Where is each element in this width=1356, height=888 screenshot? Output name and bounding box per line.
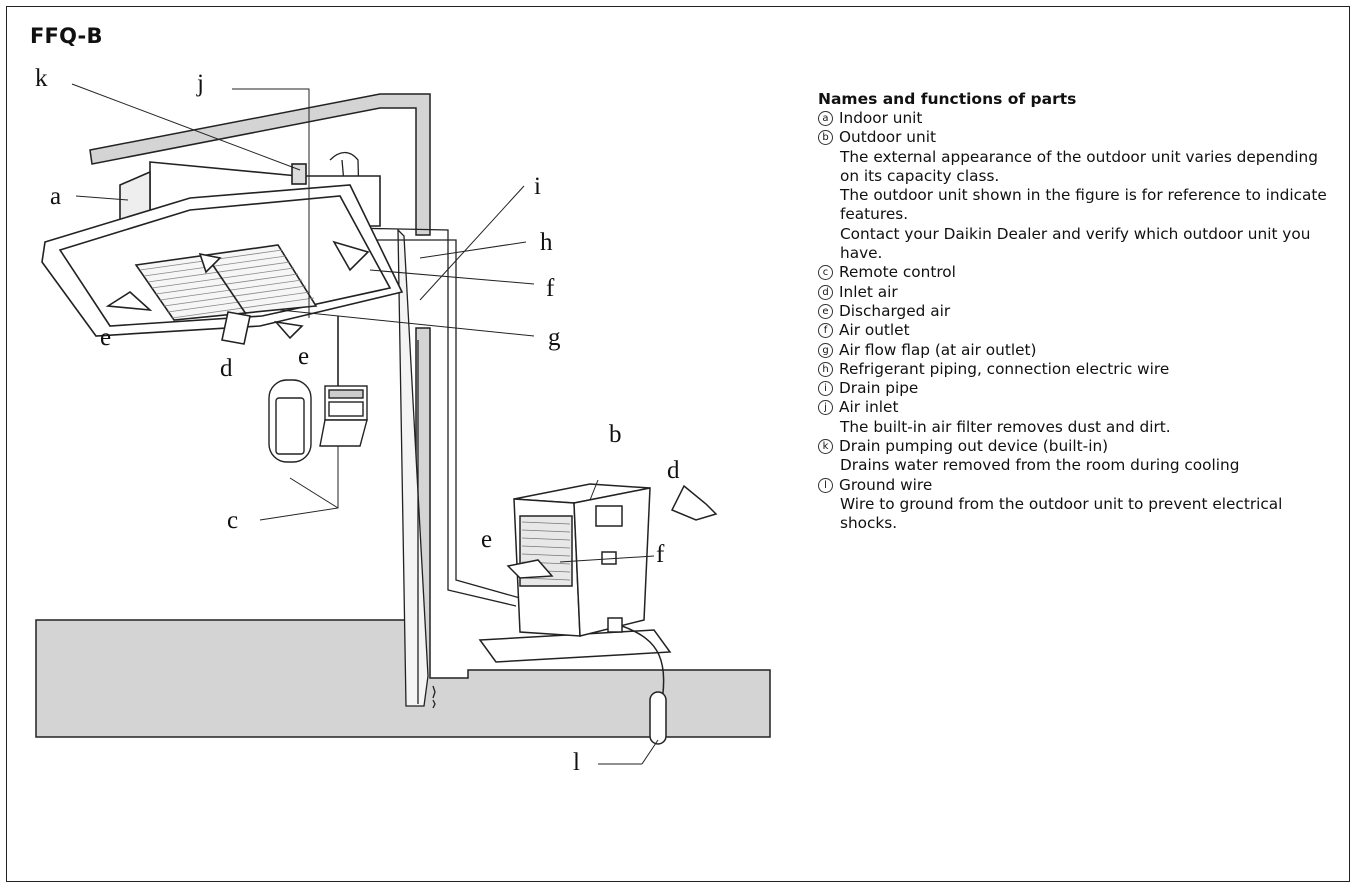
legend-label: Remote control xyxy=(839,263,956,282)
legend-label: Inlet air xyxy=(839,282,898,301)
legend-item-b: b Outdoor unit xyxy=(818,128,1338,147)
floor-ground xyxy=(35,327,771,738)
legend-marker: g xyxy=(818,342,833,358)
legend-description: Drains water removed from the room durin… xyxy=(840,456,1240,475)
legend-description: The outdoor unit shown in the figure is … xyxy=(840,186,1327,224)
legend-item-j: j Air inlet xyxy=(818,398,1338,417)
callout-k: k xyxy=(35,65,48,92)
legend-heading: Names and functions of parts xyxy=(818,90,1077,108)
callout-a: a xyxy=(50,183,61,210)
legend-label: Drain pumping out device (built-in) xyxy=(839,437,1109,456)
legend-label: Drain pipe xyxy=(839,379,919,398)
legend-label: Outdoor unit xyxy=(839,128,936,147)
callout-i: i xyxy=(534,173,541,200)
legend-item-k: k Drain pumping out device (built-in) xyxy=(818,437,1338,456)
callout-h: h xyxy=(540,229,553,256)
callout-e-indoor: e xyxy=(298,343,309,370)
legend-item-l: l Ground wire xyxy=(818,476,1338,495)
remote-controls-drawing xyxy=(268,379,368,463)
legend-description: The built-in air filter removes dust and… xyxy=(840,417,1171,436)
parts-legend: Names and functions of parts a Indoor uni… xyxy=(818,89,1338,534)
legend-marker: j xyxy=(818,400,833,416)
building-structure xyxy=(35,93,771,738)
legend-marker: k xyxy=(818,439,833,455)
callout-b: b xyxy=(609,421,622,448)
legend-marker: f xyxy=(818,323,833,339)
legend-label: Air inlet xyxy=(839,398,899,417)
legend-marker: a xyxy=(818,111,833,126)
refrigerant-pipe-drawing xyxy=(329,151,521,599)
callout-c: c xyxy=(227,507,238,534)
legend-label: Ground wire xyxy=(839,475,933,494)
legend-description: The external appearance of the outdoor u… xyxy=(840,147,1318,185)
legend-marker: d xyxy=(818,284,833,300)
legend-marker: b xyxy=(818,130,833,146)
leader-lines xyxy=(71,83,659,765)
legend-item-d: d Inlet air xyxy=(818,283,1338,302)
drain-pipe-drawing xyxy=(397,228,436,709)
legend-description: Contact your Daikin Dealer and verify wh… xyxy=(840,224,1311,263)
legend-label: Refrigerant piping, connection electric … xyxy=(839,359,1170,378)
legend-label: Indoor unit xyxy=(839,109,923,127)
callout-j: j xyxy=(196,70,204,97)
legend-marker: l xyxy=(818,477,833,493)
legend-marker: e xyxy=(818,303,833,319)
legend-label: Discharged air xyxy=(839,301,951,320)
callout-labels: k j a i h f g e d e c b d e f l xyxy=(35,65,680,776)
legend-marker: c xyxy=(818,265,833,281)
legend-marker: i xyxy=(818,381,833,397)
legend-label: Air outlet xyxy=(839,321,910,340)
legend-item-h: h Refrigerant piping, connection electric… xyxy=(818,360,1338,379)
callout-f-indoor: f xyxy=(546,275,555,302)
indoor-unit-drawing xyxy=(41,161,404,440)
installation-diagram: k j a i h f g e d e c b d e f l xyxy=(35,65,771,776)
callout-f-outdoor: f xyxy=(656,541,665,568)
legend-item-c: c Remote control xyxy=(818,263,1338,282)
callout-d-indoor: d xyxy=(220,355,233,382)
outdoor-unit-drawing xyxy=(478,483,718,745)
legend-item-g: g Air flow flap (at air outlet) xyxy=(818,341,1338,360)
legend-item-f: f Air outlet xyxy=(818,321,1338,340)
page-frame xyxy=(6,6,1350,882)
callout-g: g xyxy=(548,324,561,351)
callout-l: l xyxy=(573,749,580,776)
callout-e-outdoor: e xyxy=(481,526,492,553)
legend-label: Air flow flap (at air outlet) xyxy=(839,340,1037,359)
callout-e-left: e xyxy=(100,324,111,351)
legend-item-e: e Discharged air xyxy=(818,302,1338,321)
ceiling-slab xyxy=(89,93,431,236)
legend-marker: h xyxy=(818,361,833,377)
page-title: FFQ-B xyxy=(30,24,103,48)
legend-description: Wire to ground from the outdoor unit to … xyxy=(840,494,1283,533)
legend-item-i: i Drain pipe xyxy=(818,379,1338,398)
legend-item-a: a Indoor unit xyxy=(818,109,1338,128)
callout-d-outdoor: d xyxy=(667,457,680,484)
